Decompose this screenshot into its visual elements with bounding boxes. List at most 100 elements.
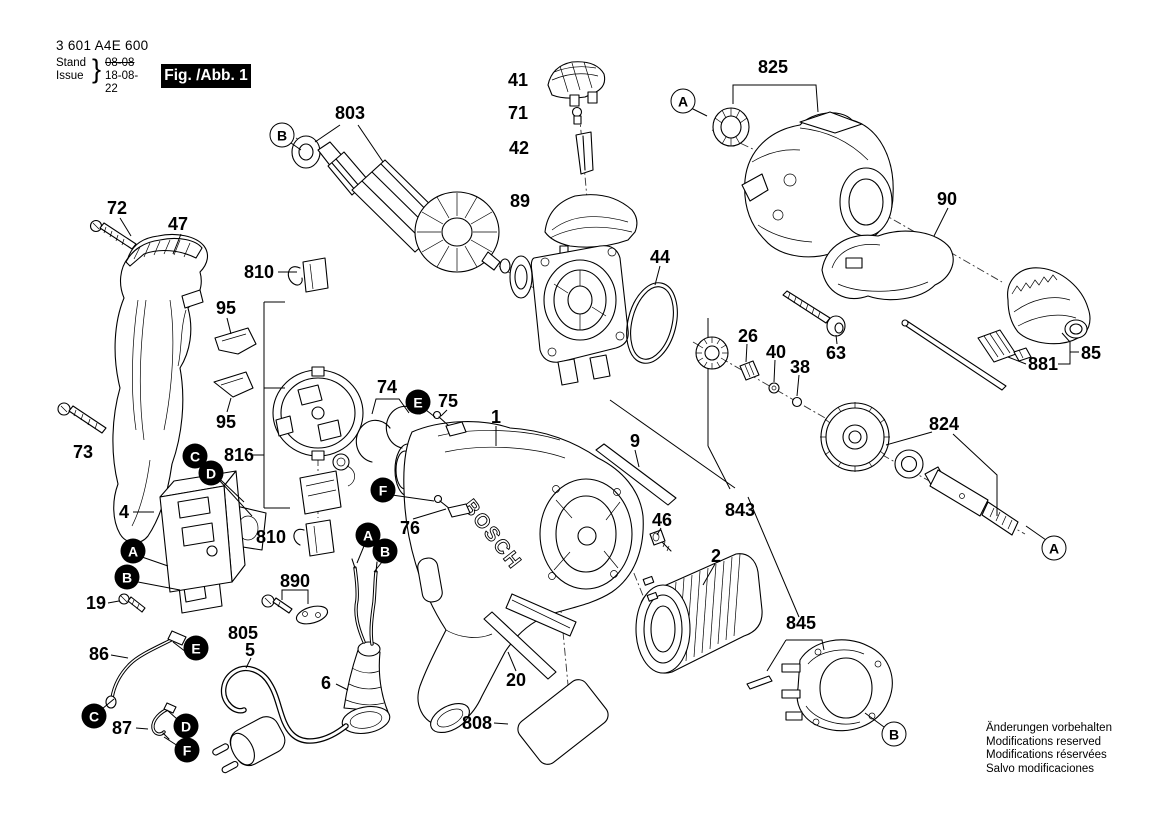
part-label-810: 810 xyxy=(255,527,287,547)
chuck-key-881 xyxy=(901,319,1032,391)
gear-housing-825 xyxy=(712,107,894,258)
callout-letter-A: A xyxy=(120,538,146,564)
speed-dial-cap-41 xyxy=(547,61,606,107)
callout-letter-B: B xyxy=(881,721,907,747)
part-label-85: 85 xyxy=(1080,343,1102,363)
part-label-843: 843 xyxy=(724,500,756,520)
screw-46 xyxy=(649,529,672,552)
part-label-75: 75 xyxy=(437,391,459,411)
handle-47 xyxy=(112,233,209,544)
revision-dates: 08-08 18-08-22 xyxy=(105,57,148,96)
figure-caption: Fig. /Abb. 1 xyxy=(161,64,251,88)
power-plug xyxy=(212,716,286,774)
clip-95-upper xyxy=(214,327,257,355)
callout-letter-B: B xyxy=(269,122,295,148)
part-label-72: 72 xyxy=(106,198,128,218)
leader-lines xyxy=(101,84,1079,747)
screw-76 xyxy=(433,494,471,518)
power-cord-5 xyxy=(220,665,349,744)
part-label-95: 95 xyxy=(215,298,237,318)
note-fr: Modifications réservées xyxy=(986,749,1107,761)
knurled-sleeve-26 xyxy=(739,360,760,381)
drill-chuck-85 xyxy=(1007,267,1091,345)
callout-letter-E: E xyxy=(405,389,431,415)
model-part-number: 3 601 A4E 600 xyxy=(56,38,149,53)
part-label-89: 89 xyxy=(509,191,531,211)
revision-block: Stand Issue } 08-08 18-08-22 xyxy=(56,54,148,95)
part-label-2: 2 xyxy=(710,546,722,566)
wire-87 xyxy=(151,702,177,740)
part-label-42: 42 xyxy=(508,138,530,158)
stand-label: Stand xyxy=(56,57,87,69)
clip-95-lower xyxy=(213,371,254,398)
callout-letter-B: B xyxy=(372,538,398,564)
bearing-plate-assembly xyxy=(509,245,629,386)
part-label-810: 810 xyxy=(243,262,275,282)
protection-cover-90 xyxy=(821,230,954,301)
callout-letter-C: C xyxy=(81,703,107,729)
part-label-890: 890 xyxy=(279,571,311,591)
revision-old-date: 08-08 xyxy=(105,57,135,69)
part-label-87: 87 xyxy=(111,718,133,738)
armature-drawing xyxy=(291,135,522,284)
carbon-brush-810-lower xyxy=(293,519,335,557)
screw-19 xyxy=(118,593,146,613)
screw-and-plate-890 xyxy=(261,594,329,625)
callout-letter-F: F xyxy=(370,477,396,503)
part-label-825: 825 xyxy=(757,57,789,77)
part-label-74: 74 xyxy=(376,377,398,397)
button-71 xyxy=(571,106,583,125)
switch-4 xyxy=(159,470,267,614)
note-en: Modifications reserved xyxy=(986,735,1102,748)
callout-letter-D: D xyxy=(198,460,224,486)
ring-38 xyxy=(791,396,803,408)
part-label-44: 44 xyxy=(649,247,671,267)
cord-lead-wires xyxy=(351,558,378,646)
callout-letter-A: A xyxy=(1041,535,1067,561)
part-label-5: 5 xyxy=(244,640,256,660)
part-label-1: 1 xyxy=(490,407,502,427)
screw-75 xyxy=(432,410,467,437)
part-label-41: 41 xyxy=(507,70,529,90)
note-es: Salvo modificaciones xyxy=(986,762,1095,775)
part-label-6: 6 xyxy=(320,673,332,693)
part-label-46: 46 xyxy=(651,510,673,530)
callout-letter-C: C xyxy=(182,443,208,469)
title-block: 3 601 A4E 600 Stand Issue } 08-08 18-08-… xyxy=(56,38,149,95)
label-strip-9 xyxy=(595,443,677,506)
issue-label: Issue xyxy=(56,70,84,82)
part-label-63: 63 xyxy=(825,343,847,363)
part-label-38: 38 xyxy=(789,357,811,377)
part-label-71: 71 xyxy=(507,103,529,123)
part-label-4: 4 xyxy=(118,502,130,522)
part-label-86: 86 xyxy=(88,644,110,664)
callout-letter-D: D xyxy=(173,713,199,739)
motor-housing-1: BOSCH xyxy=(394,421,644,734)
nameplate-808 xyxy=(517,679,609,765)
callout-letter-A: A xyxy=(670,88,696,114)
clip-42 xyxy=(575,131,594,175)
callout-letter-B: B xyxy=(114,564,140,590)
part-label-90: 90 xyxy=(936,189,958,209)
screw-63 xyxy=(782,290,846,337)
part-label-824: 824 xyxy=(928,414,960,434)
note-de: Änderungen vorbehalten xyxy=(986,722,1112,734)
part-label-808: 808 xyxy=(461,713,493,733)
part-label-805: 805 xyxy=(227,623,259,643)
part-label-47: 47 xyxy=(167,214,189,234)
part-label-76: 76 xyxy=(399,518,421,538)
part-label-816: 816 xyxy=(223,445,255,465)
revision-new-date: 18-08-22 xyxy=(105,70,139,95)
modification-notes: Änderungen vorbehalten Modifications res… xyxy=(986,722,1112,776)
callout-letter-F: F xyxy=(174,737,200,763)
part-label-95: 95 xyxy=(215,412,237,432)
carbon-brush-810-upper xyxy=(287,257,329,293)
o-ring-44 xyxy=(626,282,678,364)
part-label-26: 26 xyxy=(737,326,759,346)
part-label-881: 881 xyxy=(1027,354,1059,374)
washer-40 xyxy=(768,382,780,394)
screw-72 xyxy=(89,219,137,250)
part-label-73: 73 xyxy=(72,442,94,462)
revision-brace: } xyxy=(92,54,102,84)
